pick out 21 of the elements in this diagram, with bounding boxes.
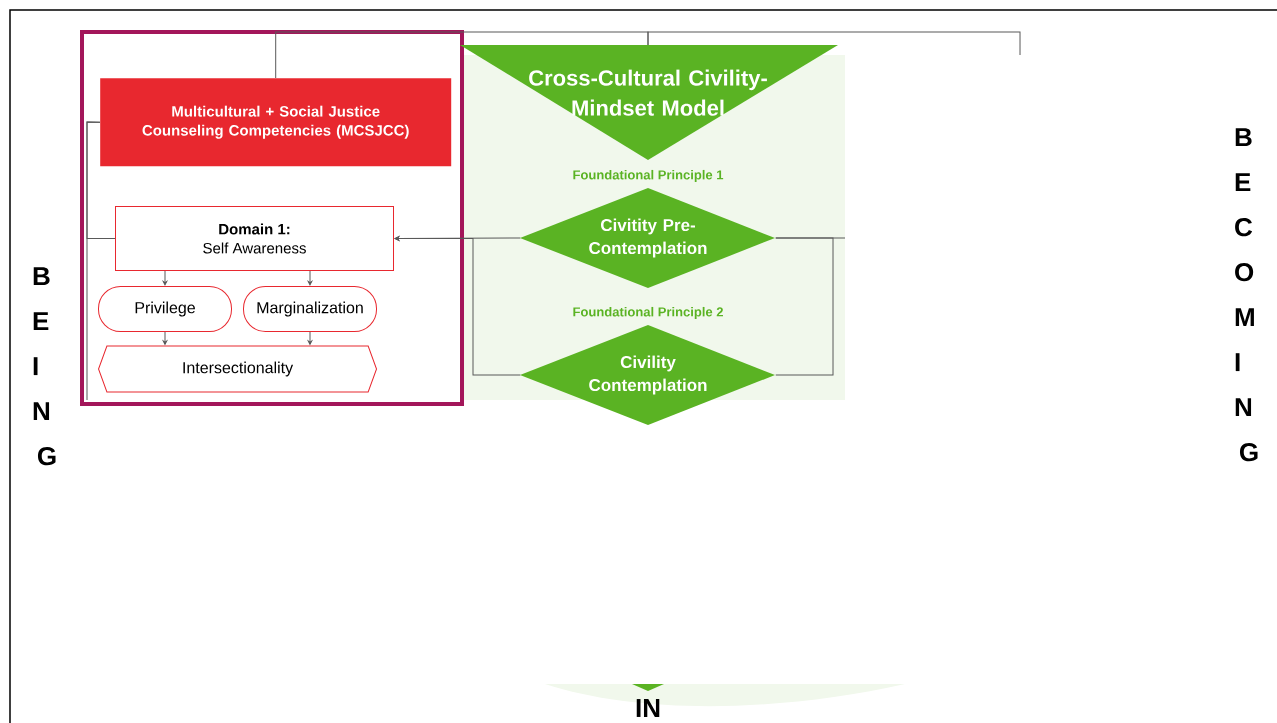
connector <box>307 270 313 286</box>
connector <box>275 31 649 79</box>
connector <box>86 121 101 401</box>
connector <box>162 331 168 345</box>
side-word: IN <box>636 699 660 717</box>
connector <box>775 237 846 239</box>
vertical-word: BECOMING <box>1235 128 1258 462</box>
hexagon-box: Intersectionality <box>98 345 378 393</box>
title-box: Multicultural + Social Justice Counseling Competencies (MCSJCC) <box>100 78 452 167</box>
connector <box>647 31 1021 56</box>
principle-label: Foundational Principle 2 <box>573 306 723 320</box>
frame-box <box>80 30 464 406</box>
rounded-box: Marginalization <box>243 286 377 332</box>
domain-box: Domain 1: Self Awareness <box>115 206 394 271</box>
vertical-word: BEING <box>33 267 56 466</box>
connector <box>394 236 521 376</box>
connector <box>162 270 168 286</box>
connector <box>775 237 834 376</box>
connector <box>307 331 313 345</box>
principle-label: Foundational Principle 1 <box>573 169 724 183</box>
rounded-box: Privilege <box>98 286 232 332</box>
